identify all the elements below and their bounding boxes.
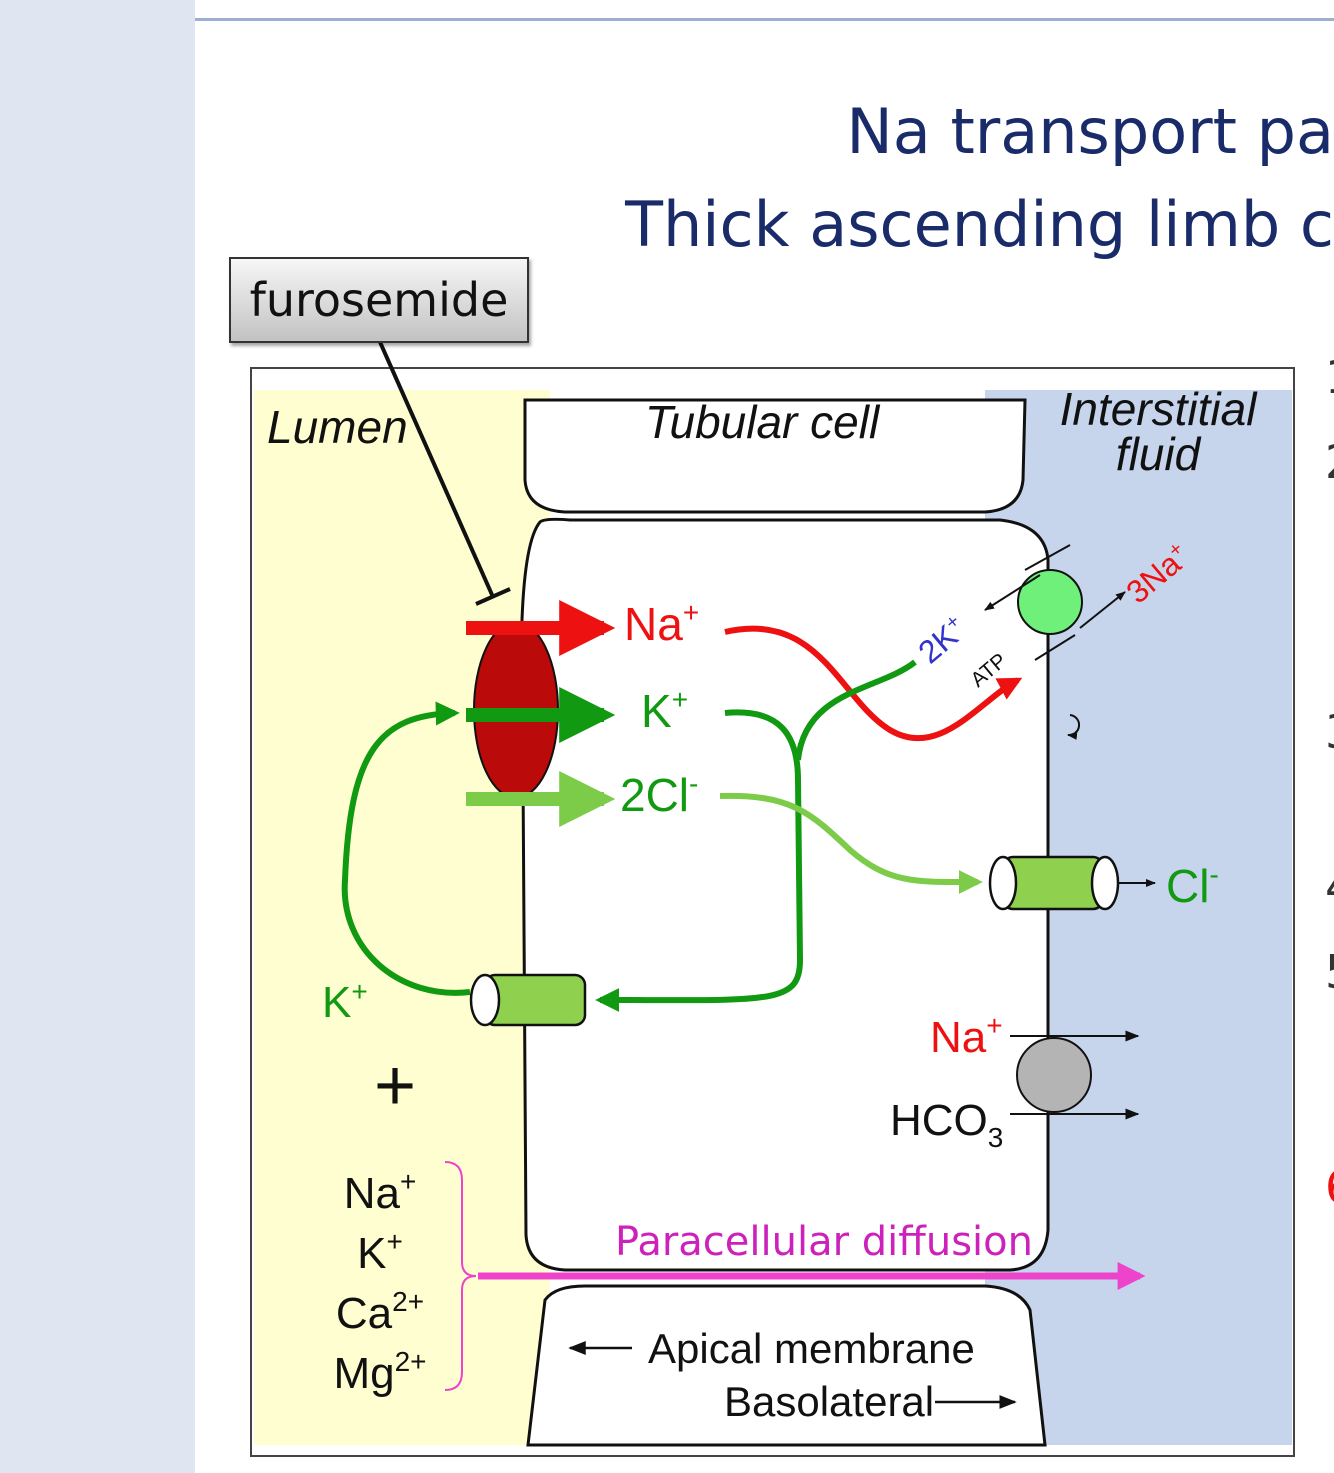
furosemide-box: furosemide xyxy=(229,257,529,343)
fluid-label: fluid xyxy=(1116,428,1202,480)
tubular-cell-label: Tubular cell xyxy=(645,396,881,448)
na-hco3-cotransporter xyxy=(1017,1038,1091,1112)
romk-channel-end xyxy=(471,975,499,1025)
list-number-5: 5 xyxy=(1325,945,1334,999)
cl-channel xyxy=(1003,857,1103,909)
paracellular-diffusion-label: Paracellular diffusion xyxy=(615,1219,1033,1265)
apical-membrane-label: Apical membrane xyxy=(648,1325,975,1372)
list-number-4: 4 xyxy=(1325,860,1334,914)
lumen-positive-charge: + xyxy=(374,1046,416,1126)
lumen-label: Lumen xyxy=(267,401,408,453)
cl-label: 2Cl- xyxy=(620,768,698,821)
list-number-1: 1 xyxy=(1325,350,1334,404)
list-number-3: 3 xyxy=(1325,705,1334,759)
list-number-2: 2 xyxy=(1325,435,1334,489)
cl-channel-inner xyxy=(990,857,1016,909)
exchanger-hco3-label: HCO3 xyxy=(890,1096,1003,1153)
basolateral-label: Basolateral xyxy=(724,1378,934,1425)
na-k-atpase-pump xyxy=(1018,570,1082,634)
list-number-6: 6 xyxy=(1325,1160,1334,1214)
cl-channel-outer xyxy=(1092,857,1118,909)
